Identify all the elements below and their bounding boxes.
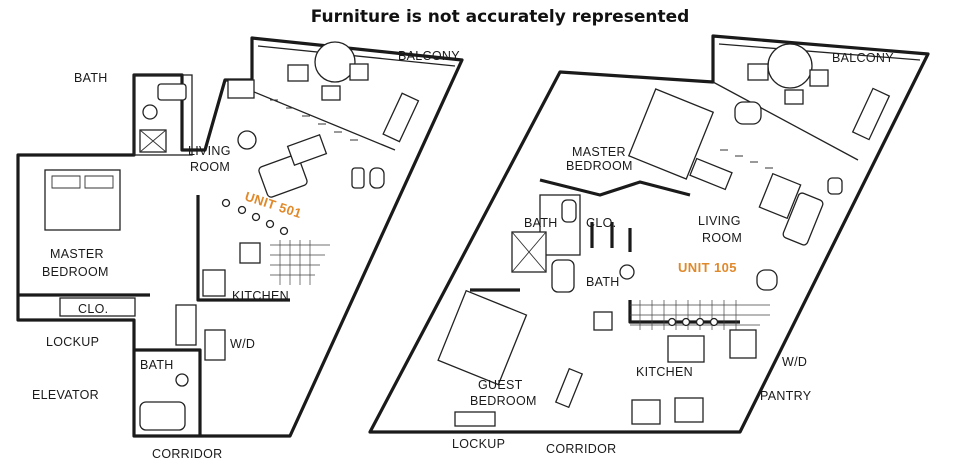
unit-105-fridge <box>631 399 661 425</box>
unit-105-sink <box>561 199 577 223</box>
elevator-label: ELEVATOR <box>32 388 99 402</box>
unit-501-balcony-lounger <box>382 92 420 143</box>
unit-105-armchair <box>756 269 778 291</box>
unit-501-corridor-label: CORRIDOR <box>152 447 222 461</box>
unit-105-balcony-edge <box>712 81 859 161</box>
unit-501-toilet <box>142 104 158 120</box>
unit-501-sink-kitchen <box>239 242 261 264</box>
unit-501-cabinet <box>227 79 255 99</box>
unit-105-tub <box>551 259 575 293</box>
unit-105-master-bed <box>627 88 715 180</box>
unit-105-side-chair <box>827 177 843 195</box>
unit-105-plant <box>593 311 613 331</box>
unit-501-master-bed <box>44 169 121 231</box>
unit-105-lockup-label: LOCKUP <box>452 437 505 451</box>
unit-105-sofa <box>782 192 824 246</box>
unit-105-closet-label: CLO. <box>586 216 616 230</box>
unit-105-dresser <box>689 157 733 191</box>
unit-501-kitchen-tile <box>270 240 330 285</box>
unit-105-lockup-closet <box>454 411 496 427</box>
unit-105-corridor-label: CORRIDOR <box>546 442 616 456</box>
unit-501-plan <box>16 36 464 438</box>
unit-501-master-label-1: MASTER <box>50 247 104 261</box>
unit-105-balcony-table <box>767 43 813 89</box>
unit-501-coffee-table <box>286 133 328 167</box>
unit-501-chair-b <box>369 167 385 189</box>
disclaimer-title: Furniture is not accurately represented <box>311 7 690 27</box>
unit-501-balcony-chair-a <box>287 64 309 82</box>
unit-105-master-wall <box>539 178 691 197</box>
unit-105-pantry-label: PANTRY <box>760 389 812 403</box>
unit-105-bath-room <box>539 194 581 256</box>
unit-501-balcony-label: BALCONY <box>398 49 460 63</box>
unit-105-guest-bed <box>437 289 528 386</box>
unit-105-toilet <box>619 264 635 280</box>
unit-501-bath-bottom-wall <box>134 348 202 436</box>
unit-105-bath2-label: BATH <box>586 275 620 289</box>
unit-501-bath-bottom-label: BATH <box>140 358 174 372</box>
unit-105-coffee-table <box>758 172 802 220</box>
unit-105-wd-label: W/D <box>782 355 807 369</box>
unit-105-bedroom-chair <box>734 101 762 125</box>
unit-501-bath-top-room <box>133 74 193 156</box>
unit-501-chair-a <box>351 167 365 189</box>
unit-105-bath-label: BATH <box>524 216 558 230</box>
unit-501-wd-label: W/D <box>230 337 255 351</box>
unit-105-living-label-1: LIVING <box>698 214 741 228</box>
unit-501-balcony-table <box>314 41 356 83</box>
unit-501-toilet-2 <box>175 373 189 387</box>
unit-105-closet-walls <box>590 222 632 252</box>
unit-501-closet <box>59 297 136 317</box>
unit-501-tub <box>139 401 186 431</box>
unit-105-balcony-chair-c <box>784 89 804 105</box>
unit-501-stove <box>202 269 226 297</box>
unit-105-living-label-2: ROOM <box>702 231 742 245</box>
unit-105-guest-label-2: BEDROOM <box>470 394 537 408</box>
unit-501-sink <box>157 83 187 101</box>
unit-501-bath-top-label: BATH <box>74 71 108 85</box>
unit-105-balcony-chair-b <box>809 69 829 87</box>
unit-105-stove <box>674 397 704 423</box>
unit-501-master-label-2: BEDROOM <box>42 265 109 279</box>
unit-105-master-label-2: BEDROOM <box>566 159 633 173</box>
unit-501-kitchen-wall <box>196 195 290 302</box>
unit-501-closet-label: CLO. <box>78 302 108 316</box>
unit-105-kitchen-tile <box>630 300 770 330</box>
unit-501-kitchen-label: KITCHEN <box>232 289 289 303</box>
unit-501-living-label-1: LIVING <box>188 144 231 158</box>
unit-105-plan <box>368 34 930 434</box>
unit-501-wd-closet <box>204 329 226 361</box>
unit-501-balcony-chair-c <box>321 85 341 101</box>
unit-501-living-label-2: ROOM <box>190 160 230 174</box>
unit-105-guest-dresser <box>554 367 584 409</box>
unit-501-balcony-chair-b <box>349 63 369 81</box>
unit-105-kitchen-sink <box>667 335 705 363</box>
unit-501-armchair <box>237 130 257 150</box>
unit-501-vanity <box>175 304 197 346</box>
unit-105-master-label-1: MASTER <box>572 145 626 159</box>
unit-105-kitchen-label: KITCHEN <box>636 365 693 379</box>
unit-105-label: UNIT 105 <box>678 260 737 275</box>
unit-105-balcony-rail <box>718 43 921 61</box>
unit-105-balcony-chair-a <box>747 63 769 81</box>
unit-105-balcony-lounger <box>851 87 891 141</box>
unit-105-guest-label-1: GUEST <box>478 378 523 392</box>
unit-105-balcony-label: BALCONY <box>832 51 894 65</box>
unit-501-lockup-label: LOCKUP <box>46 335 99 349</box>
unit-105-wd-closet <box>729 329 757 359</box>
unit-501-balcony-rail <box>257 45 456 67</box>
